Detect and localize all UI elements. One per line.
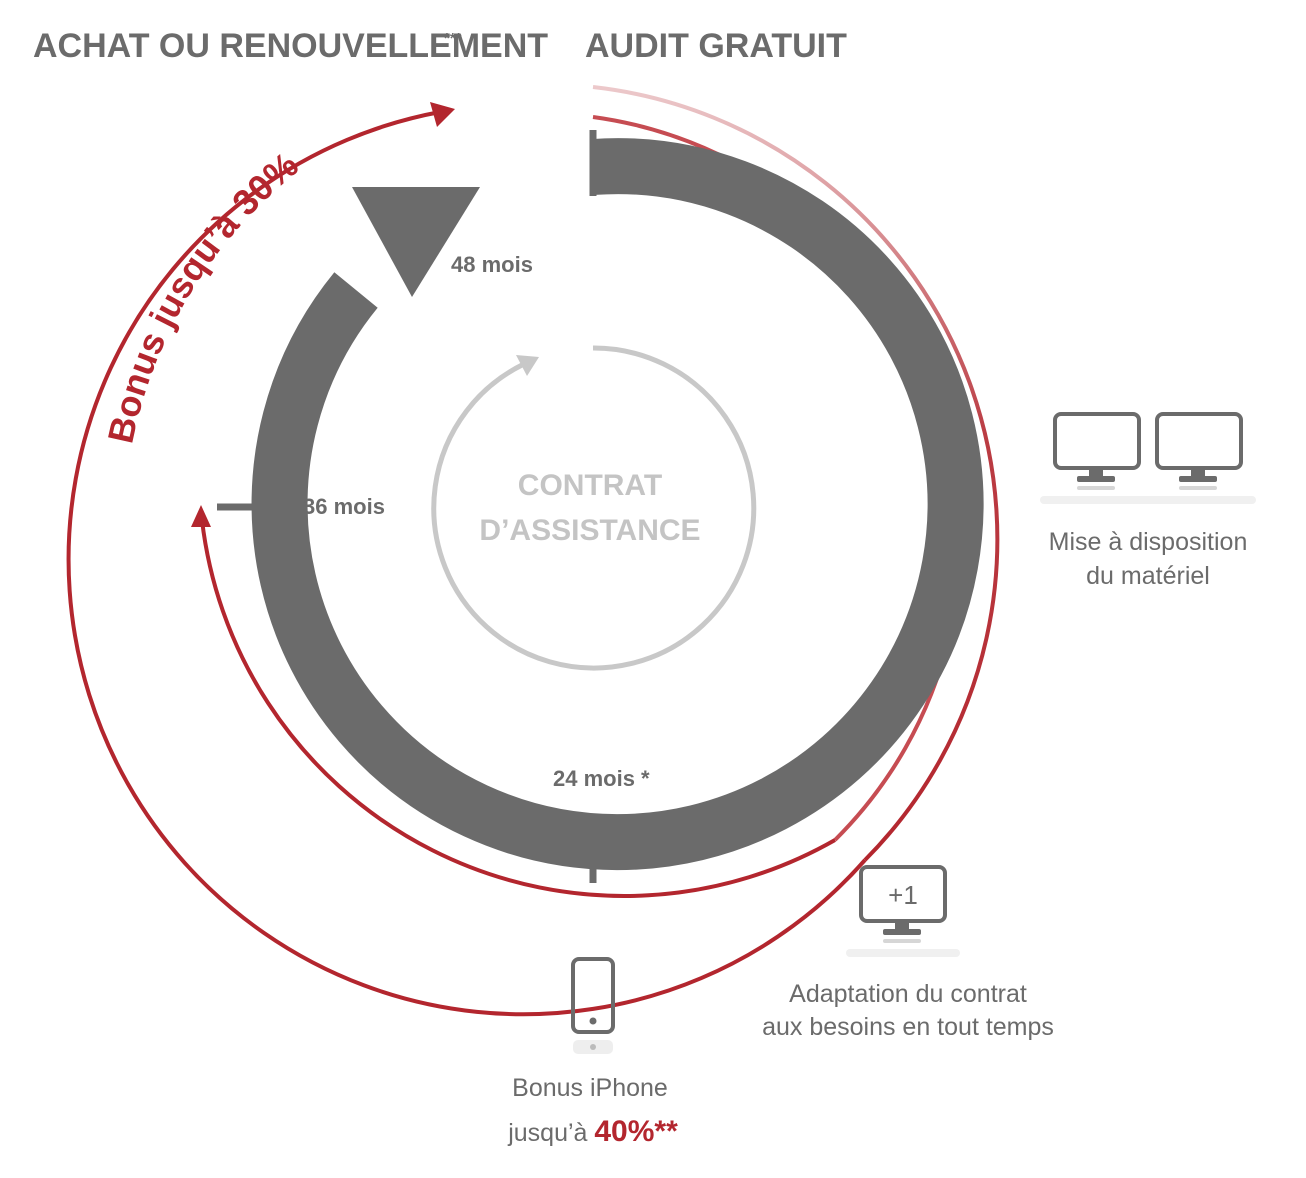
milestone-24: 24 mois * <box>553 766 650 791</box>
milestone-48: 48 mois <box>451 252 533 277</box>
contract-period-arrowhead <box>352 187 480 297</box>
adapt-label-2: aux besoins en tout temps <box>762 1013 1054 1041</box>
monitor-icon <box>1142 412 1256 504</box>
audit-outer-arc <box>592 85 1000 862</box>
contract-inner-circle <box>431 345 757 671</box>
smartphone-icon <box>571 957 615 1054</box>
monitor-plus-one-icon <box>846 865 960 957</box>
iphone-label-1: Bonus iPhone <box>512 1074 668 1102</box>
center-line-2: D’ASSISTANCE <box>479 514 700 547</box>
bonus-inner-arrowhead <box>191 505 211 527</box>
audit-header: AUDIT GRATUIT <box>585 27 847 65</box>
hardware-label-2: du matériel <box>1086 562 1210 590</box>
bonus-inner-loop <box>200 519 836 898</box>
monitor-icon <box>1040 412 1154 504</box>
iphone-value: 40% <box>594 1115 654 1148</box>
iphone-note: ** <box>654 1115 678 1148</box>
adapt-badge: +1 <box>888 880 918 910</box>
bonus-outer-loop <box>66 110 867 1017</box>
iphone-prefix: jusqu’à <box>507 1119 594 1147</box>
purchase-header: ACHAT OU RENOUVELLEMENT <box>33 27 548 65</box>
contract-inner-arrowhead <box>516 355 539 376</box>
contract-period-ring <box>251 138 984 871</box>
center-line-1: CONTRAT <box>518 469 662 502</box>
bonus-arc-label: Bonus jusqu’à 30%** <box>0 0 306 447</box>
purchase-header-note: *** <box>444 30 462 47</box>
iphone-label-2: jusqu’à 40%** <box>507 1115 678 1148</box>
adapt-label-1: Adaptation du contrat <box>789 980 1027 1008</box>
milestone-36: 36 mois <box>303 494 385 519</box>
bonus-outer-arrowhead <box>430 102 455 127</box>
hardware-label-1: Mise à disposition <box>1049 528 1248 556</box>
